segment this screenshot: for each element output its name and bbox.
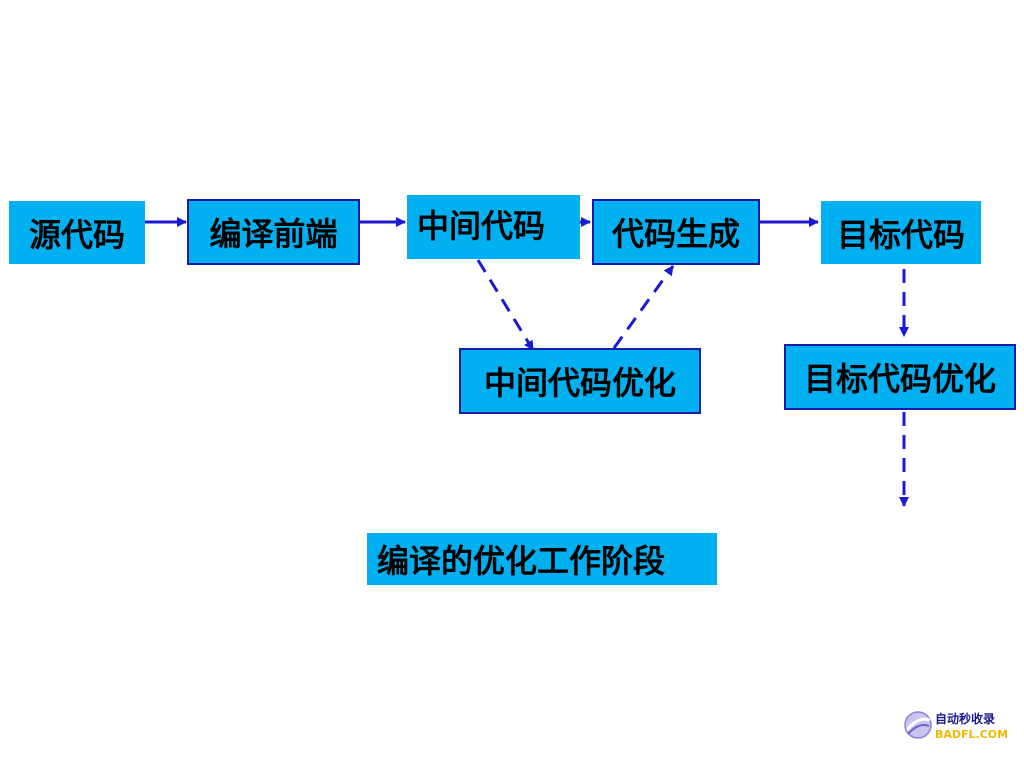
node-source-code: 源代码: [9, 201, 145, 264]
node-code-generation-label: 代码生成: [611, 215, 740, 253]
node-source-code-label: 源代码: [28, 215, 125, 254]
node-intermediate-optimization-label: 中间代码优化: [483, 364, 676, 402]
node-intermediate-optimization: 中间代码优化: [459, 348, 701, 414]
node-frontend-label: 编译前端: [209, 215, 338, 253]
node-code-generation: 代码生成: [592, 199, 760, 265]
node-target-code-label: 目标代码: [836, 215, 965, 254]
watermark-text-cn: 自动秒收录: [935, 712, 996, 726]
caption-text: 编译的优化工作阶段: [377, 542, 666, 580]
watermark-text-en: BADFL.COM: [935, 728, 1009, 741]
watermark-icon: [904, 711, 932, 739]
node-target-optimization-label: 目标代码优化: [803, 360, 996, 398]
node-target-optimization: 目标代码优化: [784, 344, 1016, 410]
dashed-arrow-intermediate-to-opt: [476, 259, 535, 351]
node-intermediate-code: 中间代码: [407, 195, 580, 259]
node-intermediate-code-label: 中间代码: [417, 207, 546, 245]
node-target-code: 目标代码: [821, 201, 981, 264]
watermark-logo: 自动秒收录 BADFL.COM: [903, 708, 1018, 748]
node-frontend: 编译前端: [187, 199, 360, 265]
caption-box: 编译的优化工作阶段: [367, 533, 717, 585]
dashed-arrow-opt-to-codegen: [612, 265, 675, 349]
